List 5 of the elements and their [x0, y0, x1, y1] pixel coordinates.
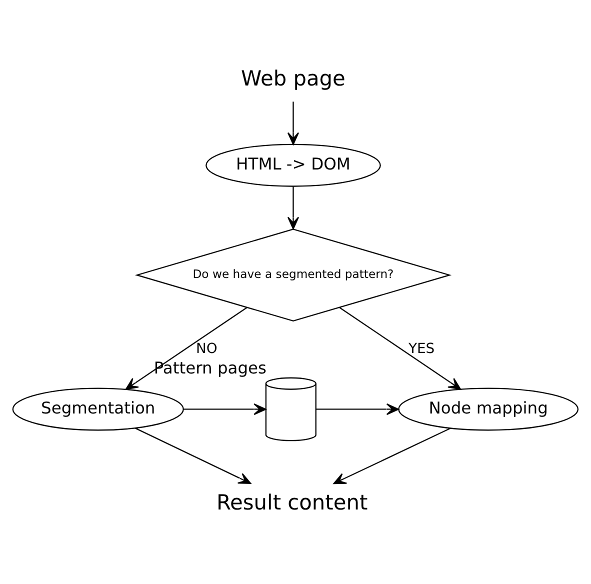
node-text: Web page: [241, 66, 346, 90]
node-text: Result content: [216, 490, 368, 514]
edge-label: YES: [408, 340, 435, 357]
node-label: Pattern pages: [154, 358, 267, 377]
edge-label: NO: [196, 340, 218, 357]
